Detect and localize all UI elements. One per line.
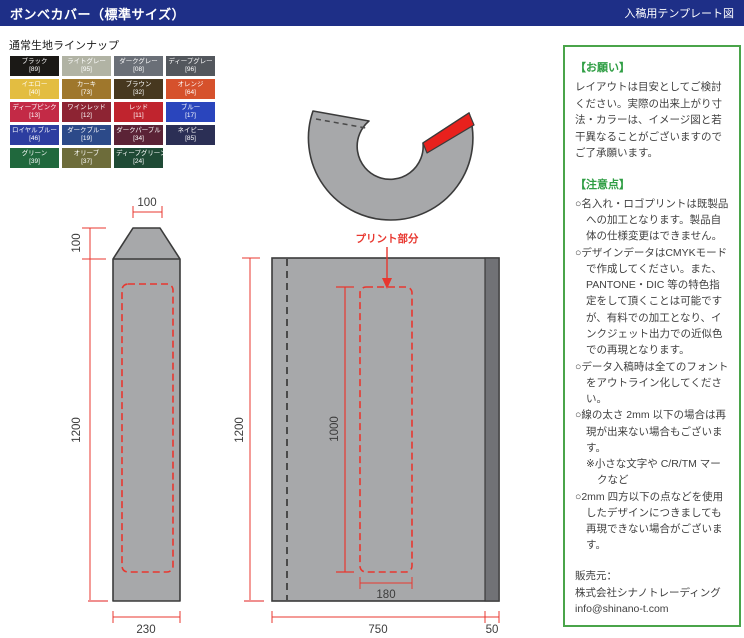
swatch-yellow: イエロー[40] <box>10 79 59 99</box>
dim-label-body-width: 750 <box>368 624 387 636</box>
front-print-area-dashed <box>359 286 413 573</box>
header-bar: ボンベカバー（標準サイズ） 入稿用テンプレート図 <box>0 0 744 26</box>
swatch-dark-gray: ダークグレー[08] <box>114 56 163 76</box>
note-item: ○名入れ・ロゴプリントは既製品への加工となります。製品自体の仕様変更はできません… <box>575 197 729 243</box>
dim-label-print-height: 1000 <box>329 416 341 442</box>
request-heading: 【お願い】 <box>575 62 630 74</box>
swatch-red: レッド[11] <box>114 102 163 122</box>
page-title: ボンベカバー（標準サイズ） <box>10 6 186 22</box>
print-arrow-head <box>382 278 392 289</box>
dim-label-print-width: 180 <box>376 589 395 601</box>
swatch-khaki: カーキ[73] <box>62 79 111 99</box>
side-view-drawing: 100 100 1200 230 <box>71 197 181 636</box>
dim-label-band-width: 50 <box>486 624 499 636</box>
swatch-dark-purple: ダークパープル[34] <box>114 125 163 145</box>
note-item: ○データ入稿時は全てのフォントをアウトライン化してください。 <box>575 360 729 406</box>
note-item: ○線の太さ 2mm 以下の場合は再現が出来ない場合もございます。 <box>575 409 727 454</box>
notes-heading: 【注意点】 <box>575 178 630 191</box>
front-view-drawing: プリント部分 1000 1200 180 750 50 <box>234 232 500 636</box>
swatch-light-gray: ライトグレー[95] <box>62 56 111 76</box>
dim-label-body-height: 1200 <box>71 417 83 443</box>
dim-label-bottom-width: 230 <box>136 624 155 636</box>
seller-label: 販売元： <box>575 569 617 582</box>
dim-label-taper-height: 100 <box>71 233 83 252</box>
swatch-olive: オリーブ[37] <box>62 148 111 168</box>
dim-label-total-height: 1200 <box>234 417 246 443</box>
side-band-dark <box>484 257 500 602</box>
swatch-dark-blue: ダークブルー[19] <box>62 125 111 145</box>
swatch-deep-green: ディープグリーン[24] <box>114 148 163 168</box>
swatch-royal-blue: ロイヤルブルー[46] <box>10 125 59 145</box>
swatch-green: グリーン[39] <box>10 148 59 168</box>
cover-front-shape <box>271 257 500 602</box>
print-area-label: プリント部分 <box>356 232 419 245</box>
fabric-swatch-grid: ブラック[89] ライトグレー[95] ダークグレー[08] ディープグレー[9… <box>10 56 215 168</box>
dim-label-top-width: 100 <box>137 197 156 209</box>
side-print-area-dashed <box>121 283 174 573</box>
swatch-black: ブラック[89] <box>10 56 59 76</box>
seller-email: info@shinano-t.com <box>575 603 669 616</box>
swatch-brown: ブラウン[32] <box>114 79 163 99</box>
note-item-sub: ※小さな文字や C/R/TM マークなど <box>586 458 721 487</box>
note-item: ○デザインデータはCMYKモードで作成してください。また、PANTONE・DIC… <box>575 246 728 357</box>
seller-name: 株式会社シナノトレーディング <box>575 586 721 599</box>
cover-side-shape <box>112 227 181 602</box>
request-body: レイアウトは目安としてご検討ください。実際の出来上がり寸法・カラーは、イメージ図… <box>575 81 722 160</box>
swatch-orange: オレンジ[64] <box>166 79 215 99</box>
notes-panel: 【お願い】 レイアウトは目安としてご検討ください。実際の出来上がり寸法・カラーは… <box>563 45 741 627</box>
swatch-blue: ブルー[17] <box>166 102 215 122</box>
fabric-lineup-heading: 通常生地ラインナップ <box>9 40 119 52</box>
print-band-red <box>422 112 475 154</box>
swatch-deep-gray: ディープグレー[96] <box>166 56 215 76</box>
note-item: ○2mm 四方以下の点などを使用したデザインにつきましても再現できない場合がござ… <box>575 490 724 552</box>
swatch-wine-red: ワインレッド[12] <box>62 102 111 122</box>
swatch-navy: ネイビー[85] <box>166 125 215 145</box>
top-view-drawing <box>307 110 475 221</box>
swatch-deep-pink: ディープピンク[13] <box>10 102 59 122</box>
seller-info: 販売元： 株式会社シナノトレーディング info@shinano-t.com <box>575 568 729 618</box>
header-subtitle: 入稿用テンプレート図 <box>624 8 734 20</box>
